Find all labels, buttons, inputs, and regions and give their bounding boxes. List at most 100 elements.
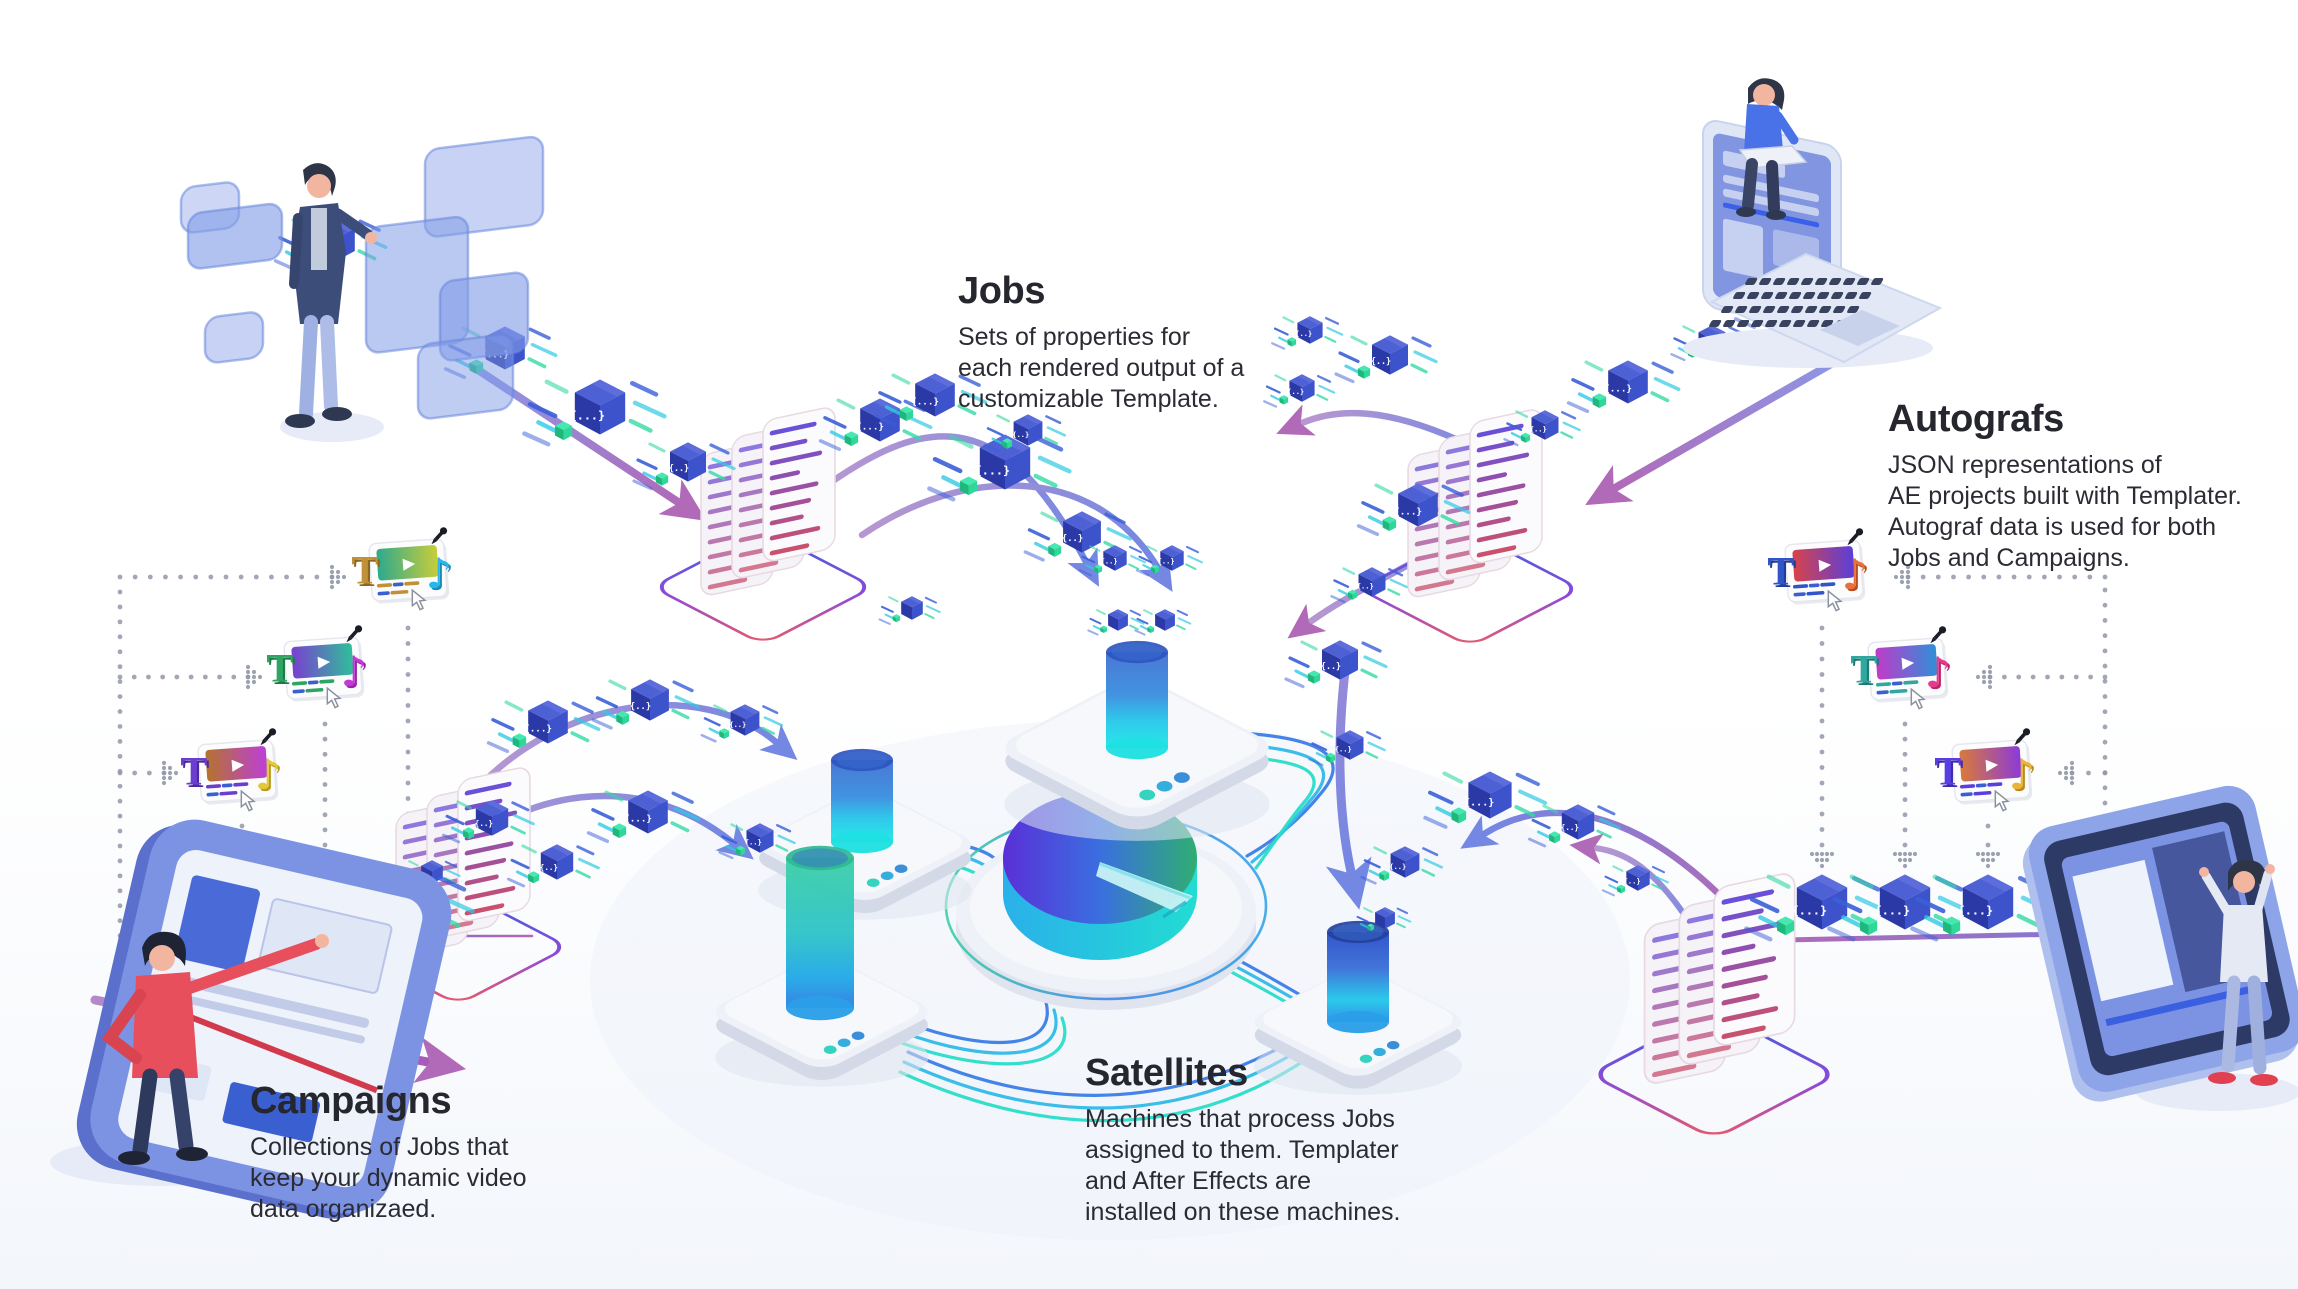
svg-text:{..}: {..}: [475, 819, 493, 828]
eyedropper-icon: [431, 527, 448, 545]
campaigns-title: Campaigns: [250, 1080, 452, 1122]
json-data-cube: {..}: [1503, 410, 1581, 447]
svg-text:{..}: {..}: [540, 863, 558, 872]
json-data-cube: {..}: [1334, 335, 1438, 384]
satellites-section: Satellites Machines that process Jobs as…: [1085, 1052, 1400, 1228]
json-data-cube: [1354, 907, 1412, 934]
cursor-icon: [326, 686, 342, 709]
jobs-title: Jobs: [958, 270, 1046, 312]
json-data-cube: {..}: [1263, 374, 1336, 408]
svg-text:{...}: {...}: [1958, 903, 1993, 917]
svg-text:{...}: {...}: [1604, 384, 1632, 395]
music-note-icon: ♪: [2011, 752, 2038, 801]
illustration-person-laptop: [1683, 78, 1943, 368]
illustration-person-tablet: [2022, 785, 2298, 1111]
json-data-cube: {...}: [586, 790, 701, 844]
json-data-cube: {..}: [632, 442, 736, 491]
svg-text:{...}: {...}: [524, 724, 552, 735]
json-data-cube: [878, 596, 941, 625]
music-note-icon: ♪: [1927, 650, 1954, 699]
eyedropper-icon: [346, 625, 363, 643]
play-icon: ▶: [1818, 554, 1832, 574]
svg-text:T: T: [351, 548, 378, 593]
cursor-icon: [240, 789, 256, 812]
svg-text:{..}: {..}: [1624, 878, 1641, 886]
json-data-cube: {..}: [700, 704, 784, 743]
music-note-icon: ♪: [1844, 552, 1871, 601]
svg-text:{...}: {...}: [570, 408, 605, 422]
svg-text:T: T: [1934, 749, 1961, 794]
autografs-title: Autografs: [1888, 398, 2064, 440]
svg-text:♪: ♪: [426, 549, 453, 598]
illustration-person-phone: [50, 819, 452, 1219]
autografs-section: Autografs JSON representations of AE pro…: [1888, 398, 2242, 574]
person-figure: [101, 931, 329, 1165]
cursor-icon: [1827, 589, 1843, 612]
document-stack: [1598, 873, 1830, 1135]
json-data-cube: {..}: [441, 800, 535, 844]
template-icon-indigo: ▶TT♪♪: [1934, 728, 2038, 812]
document-stack: [1366, 409, 1574, 643]
json-data-cube: {..}: [1527, 804, 1621, 848]
json-data-cube: {..}: [1330, 567, 1408, 604]
play-icon: ▶: [1901, 652, 1915, 672]
database-cylinder: [1106, 640, 1168, 760]
template-icon-blue: ▶TT♪♪: [1767, 528, 1871, 612]
database-cylinder: [1327, 920, 1389, 1034]
campaigns-section: Campaigns Collections of Jobs that keep …: [250, 1080, 527, 1225]
svg-text:{..}: {..}: [1158, 558, 1175, 566]
eyedropper-icon: [1930, 626, 1947, 644]
svg-text:{..}: {..}: [1287, 388, 1304, 396]
person-figure: [2199, 859, 2278, 1086]
svg-text:{..}: {..}: [1371, 356, 1391, 366]
svg-text:{...}: {...}: [1875, 903, 1910, 917]
svg-text:{..}: {..}: [669, 463, 689, 473]
letter-t-icon: T: [1853, 649, 1880, 694]
svg-text:T: T: [266, 646, 293, 691]
svg-text:{..}: {..}: [729, 721, 746, 729]
json-data-cube: [1087, 609, 1145, 636]
svg-text:T: T: [180, 749, 207, 794]
letter-t-icon: T: [183, 751, 210, 796]
json-data-cube: {...}: [486, 700, 601, 754]
svg-text:{..}: {..}: [1101, 558, 1118, 566]
person-figure: [285, 163, 377, 428]
json-data-cube: {...}: [1566, 360, 1681, 414]
json-data-cube: {..}: [591, 679, 700, 730]
json-data-cube: {..}: [1271, 316, 1344, 350]
json-data-cube: {...}: [1423, 771, 1548, 829]
json-data-cube: {...}: [1910, 874, 2055, 942]
letter-t-icon: T: [354, 550, 381, 595]
svg-text:♪: ♪: [1925, 648, 1952, 697]
json-data-cube: [1134, 609, 1192, 636]
cursor-icon: [411, 588, 427, 611]
cursor-icon: [1994, 789, 2010, 812]
play-icon: ▶: [231, 754, 245, 774]
template-icon-gold: ▶TT♪♪: [351, 527, 454, 611]
eyedropper-icon: [2014, 728, 2031, 746]
letter-t-icon: T: [1937, 751, 1964, 796]
svg-text:{..}: {..}: [1389, 863, 1406, 871]
eyedropper-icon: [1847, 528, 1864, 546]
campaigns-description: Collections of Jobs that keep your dynam…: [250, 1133, 527, 1223]
svg-text:{...}: {...}: [975, 463, 1010, 477]
svg-text:♪: ♪: [255, 750, 282, 799]
json-data-cube: {..}: [1023, 511, 1132, 562]
json-data-cube: {..}: [1135, 545, 1203, 577]
jobs-section: Jobs Sets of properties for each rendere…: [958, 270, 1244, 415]
svg-text:{..}: {..}: [745, 839, 762, 847]
svg-text:♪: ♪: [341, 647, 368, 696]
document-stack: [659, 407, 867, 641]
svg-text:{..}: {..}: [1321, 661, 1341, 671]
json-data-cube: {..}: [1601, 865, 1669, 897]
svg-text:{..}: {..}: [1062, 534, 1083, 544]
svg-text:♪: ♪: [1842, 550, 1869, 599]
svg-text:{...}: {...}: [1394, 507, 1422, 518]
music-note-icon: ♪: [343, 649, 370, 698]
json-data-cube: {..}: [718, 823, 796, 860]
jobs-description: Sets of properties for each rendered out…: [958, 323, 1245, 413]
svg-text:{...}: {...}: [1792, 903, 1827, 917]
satellites-description: Machines that process Jobs assigned to t…: [1085, 1105, 1401, 1226]
